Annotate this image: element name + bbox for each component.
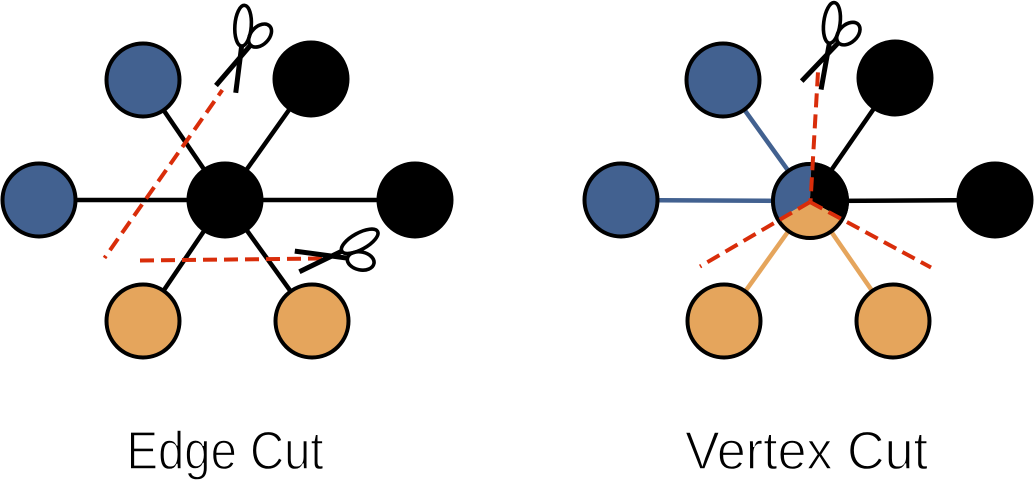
svg-text:Edge Cut: Edge Cut: [127, 422, 324, 481]
svg-text:Vertex Cut: Vertex Cut: [685, 422, 928, 481]
